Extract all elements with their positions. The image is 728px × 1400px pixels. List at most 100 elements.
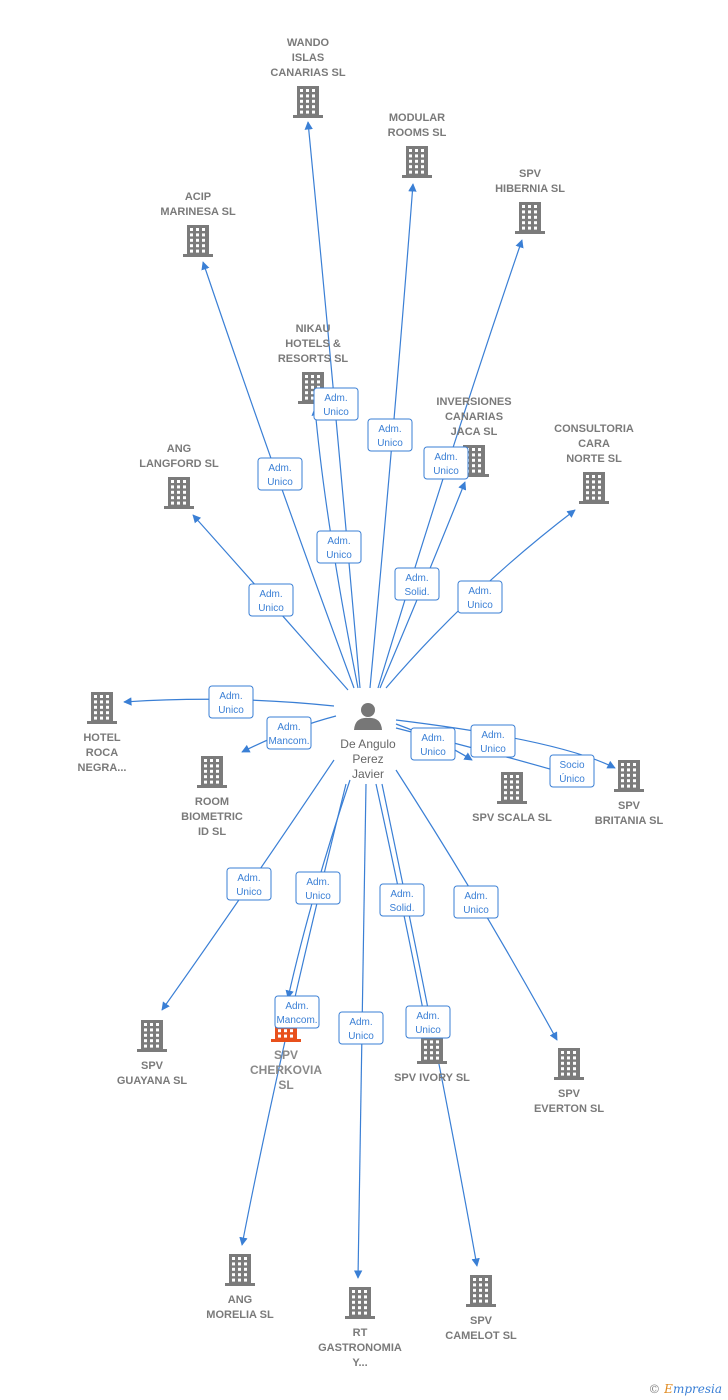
company-label: CONSULTORIA — [554, 423, 634, 435]
edge-label-ivory[interactable]: Adm.Solid. — [379, 883, 425, 917]
company-node-ivory[interactable]: SPV IVORY SL — [394, 1032, 470, 1084]
edge-labels-layer: Adm.UnicoAdm.UnicoAdm.Solid.Adm.UnicoAdm… — [208, 387, 595, 1045]
building-icon — [466, 1275, 496, 1307]
building-icon — [183, 225, 213, 257]
company-label: SPV — [519, 168, 542, 180]
edge-label-hotelroca[interactable]: Adm.Unico — [208, 685, 254, 719]
edge-label-text: Unico — [480, 744, 506, 755]
edge-label-text: Solid. — [404, 587, 429, 598]
building-icon — [87, 692, 117, 724]
edge-label-cherkovia[interactable]: Adm.Unico — [295, 871, 341, 905]
edge-label-wando[interactable]: Adm.Unico — [313, 387, 359, 421]
company-label: SPV — [274, 1048, 298, 1062]
edge-label-box — [470, 724, 516, 758]
edge-label-text: Único — [559, 772, 585, 785]
edge-line-britania — [395, 719, 616, 769]
edge-label-guayana[interactable]: Adm.Unico — [226, 867, 272, 901]
company-label: NIKAU — [296, 323, 331, 335]
building-icon — [225, 1254, 255, 1286]
edge-label-text: Adm. — [268, 463, 291, 474]
company-label: GASTRONOMIA — [318, 1342, 402, 1354]
edge-label-consultoria[interactable]: Adm.Unico — [457, 580, 503, 614]
edge-label-everton[interactable]: Adm.Unico — [453, 885, 499, 919]
company-label: MARINESA SL — [160, 206, 236, 218]
company-label: ANG — [228, 1294, 252, 1306]
edge-label-text: Unico — [258, 603, 284, 614]
edge-label-rtgastro[interactable]: Adm.Unico — [338, 1011, 384, 1045]
company-label: CAMELOT SL — [445, 1330, 517, 1342]
company-node-scala[interactable]: SPV SCALA SL — [472, 772, 552, 824]
company-label: SL — [278, 1078, 293, 1092]
edge-label-text: Adm. — [324, 393, 347, 404]
edge-label-box — [226, 867, 272, 901]
edge-label-text: Adm. — [277, 722, 300, 733]
edge-label-text: Unico — [415, 1025, 441, 1036]
edge-label-box — [405, 1005, 451, 1039]
edge-label-box — [266, 716, 312, 750]
company-node-camelot[interactable]: SPV CAMELOT SL — [445, 1275, 517, 1342]
company-node-hotelroca[interactable]: HOTELROCANEGRA... — [78, 692, 127, 774]
edge-label-text: Adm. — [237, 873, 260, 884]
edge-label-modular[interactable]: Adm.Unico — [367, 418, 413, 452]
company-label: ISLAS — [292, 52, 324, 64]
company-label: SPV — [618, 800, 641, 812]
edge-label-hibernia[interactable]: Adm.Solid. — [394, 567, 440, 601]
company-label: CHERKOVIA — [250, 1063, 322, 1077]
edge-label-roombio[interactable]: Adm.Mancom. — [266, 716, 312, 750]
company-label: HIBERNIA SL — [495, 183, 565, 195]
edge-label-text: Adm. — [481, 730, 504, 741]
edge-label-text: Adm. — [259, 589, 282, 600]
company-node-rtgastro[interactable]: RTGASTRONOMIAY... — [318, 1287, 402, 1369]
edge-label-nikau[interactable]: Adm.Unico — [316, 530, 362, 564]
company-label: CARA — [578, 438, 610, 450]
company-label: SPV IVORY SL — [394, 1072, 470, 1084]
edge-label-text: Unico — [463, 905, 489, 916]
edge-label-box — [208, 685, 254, 719]
building-icon — [164, 477, 194, 509]
company-label: ROCA — [86, 747, 118, 759]
building-icon — [614, 760, 644, 792]
edge-label-box — [248, 583, 294, 617]
edge-label-morelia[interactable]: Adm.Mancom. — [274, 995, 320, 1029]
edge-label-text: Adm. — [468, 586, 491, 597]
company-label: SPV — [470, 1315, 493, 1327]
edge-label-text: Adm. — [285, 1001, 308, 1012]
company-label: MODULAR — [389, 112, 445, 124]
company-label: HOTEL — [83, 732, 121, 744]
edge-label-box — [367, 418, 413, 452]
company-label: CANARIAS SL — [270, 67, 345, 79]
edge-label-langford[interactable]: Adm. Unico — [248, 583, 294, 617]
edge-label-britania[interactable]: Adm. Unico — [470, 724, 516, 758]
building-icon — [345, 1287, 375, 1319]
edge-label-acip[interactable]: Adm.Unico — [257, 457, 303, 491]
edge-label-text: Adm. — [421, 733, 444, 744]
company-node-hibernia[interactable]: SPV HIBERNIA SL — [495, 168, 565, 234]
edge-label-camelot[interactable]: Adm.Unico — [405, 1005, 451, 1039]
copyright-symbol: © — [648, 1382, 661, 1396]
edge-label-box — [379, 883, 425, 917]
company-label: RT — [353, 1327, 368, 1339]
building-icon — [497, 772, 527, 804]
edge-label-scala[interactable]: Adm.Unico — [410, 727, 456, 761]
edge-label-box — [453, 885, 499, 919]
company-label: GUAYANA SL — [117, 1075, 188, 1087]
edge-label-inversiones[interactable]: Adm.Unico — [423, 446, 469, 480]
company-node-wando[interactable]: WANDO ISLAS CANARIAS SL — [270, 37, 346, 118]
company-label: WANDO — [287, 37, 330, 49]
edge-label-box — [549, 754, 595, 788]
edge-label-box — [410, 727, 456, 761]
edge-label-text: Adm. — [306, 877, 329, 888]
